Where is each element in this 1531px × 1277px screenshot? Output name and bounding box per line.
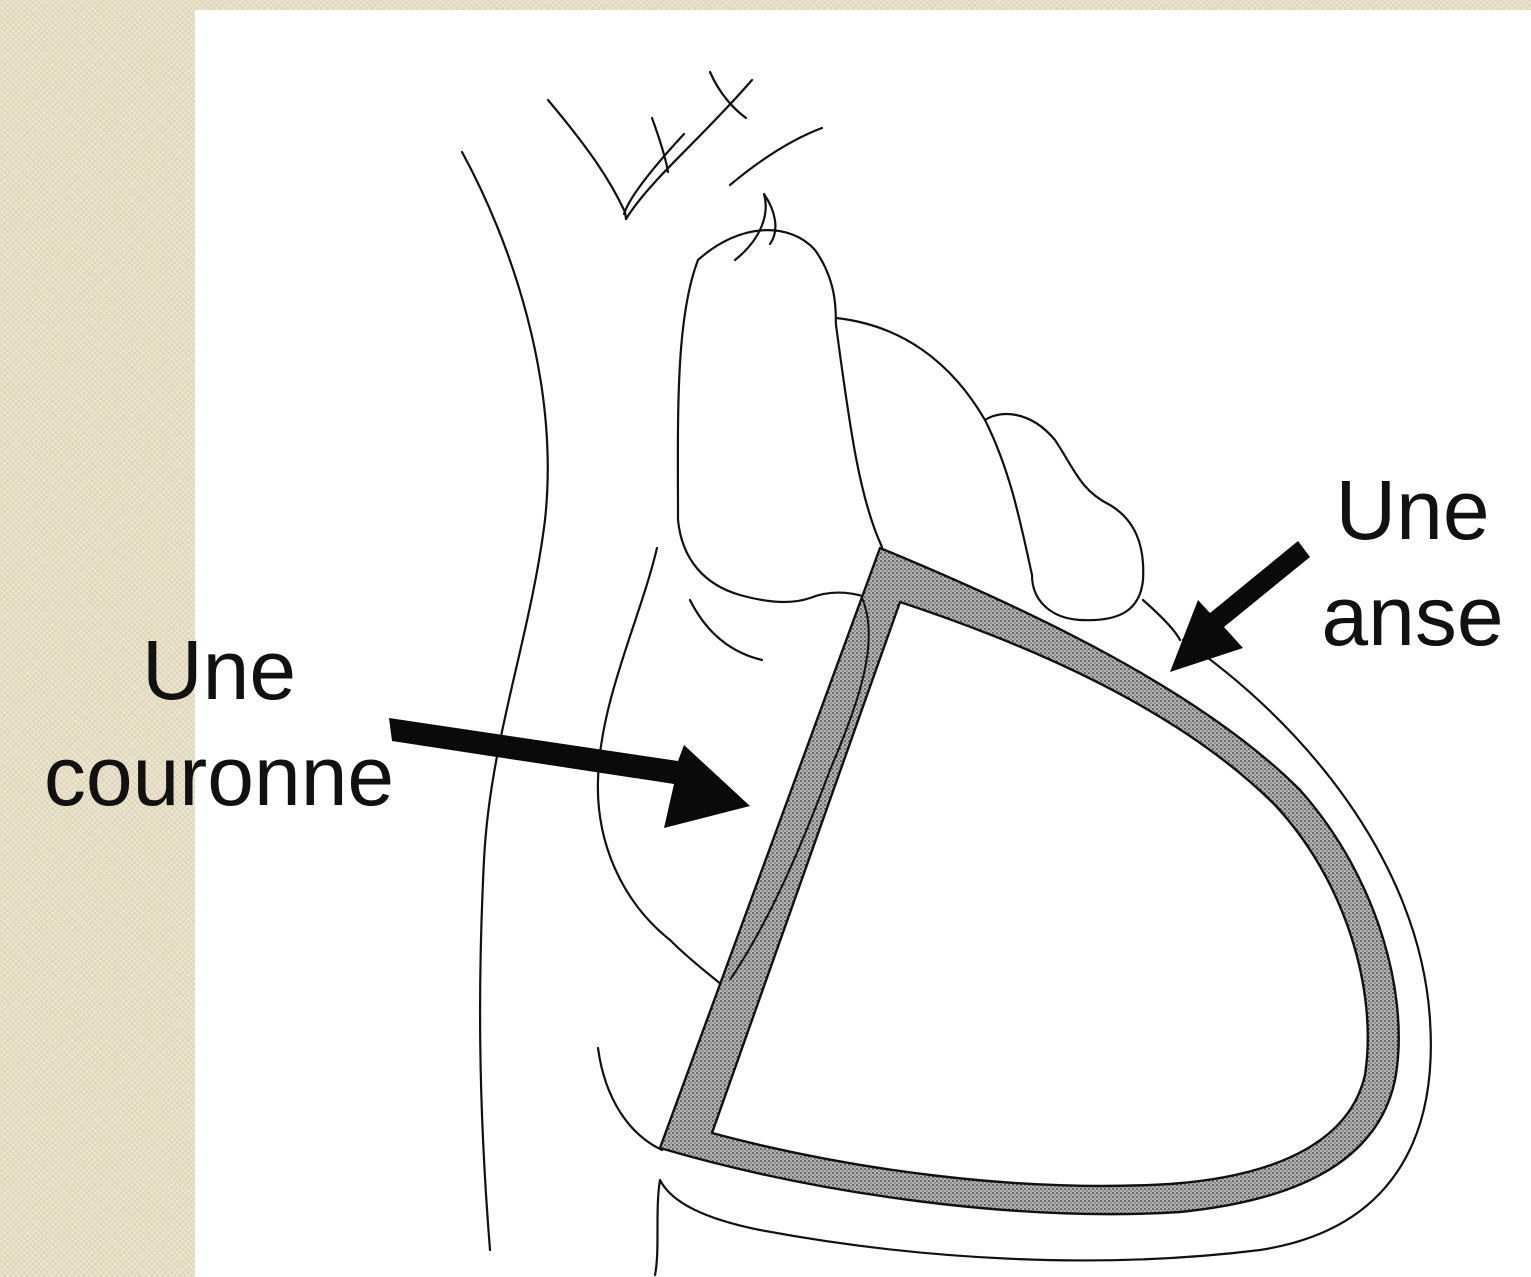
label-anse-line1: Une	[1300, 468, 1525, 574]
left-atrial-appendage	[985, 414, 1143, 620]
arrow-couronne-icon	[389, 718, 750, 828]
label-couronne-line2: couronne	[0, 734, 438, 840]
aorta-outline	[698, 230, 882, 547]
vessel-right-line	[735, 194, 775, 260]
label-couronne: Une couronne	[0, 628, 438, 840]
label-anse: Une anse	[1300, 468, 1525, 680]
arrow-anse-icon	[1170, 541, 1310, 672]
device-band	[660, 548, 1399, 1214]
right-atrium-inner	[690, 600, 762, 660]
label-couronne-line1: Une	[0, 628, 438, 734]
left-upper-contour	[678, 260, 866, 602]
label-anse-line2: anse	[1300, 574, 1525, 680]
ivc-line	[598, 1048, 662, 1150]
vessel-left-inner-line	[548, 100, 626, 219]
vessel-left-outer-line	[462, 152, 548, 1250]
appendage-tail	[1143, 600, 1180, 640]
vessel-branch-lines	[624, 72, 822, 219]
pulmonary-trunk-outline	[836, 318, 1032, 575]
